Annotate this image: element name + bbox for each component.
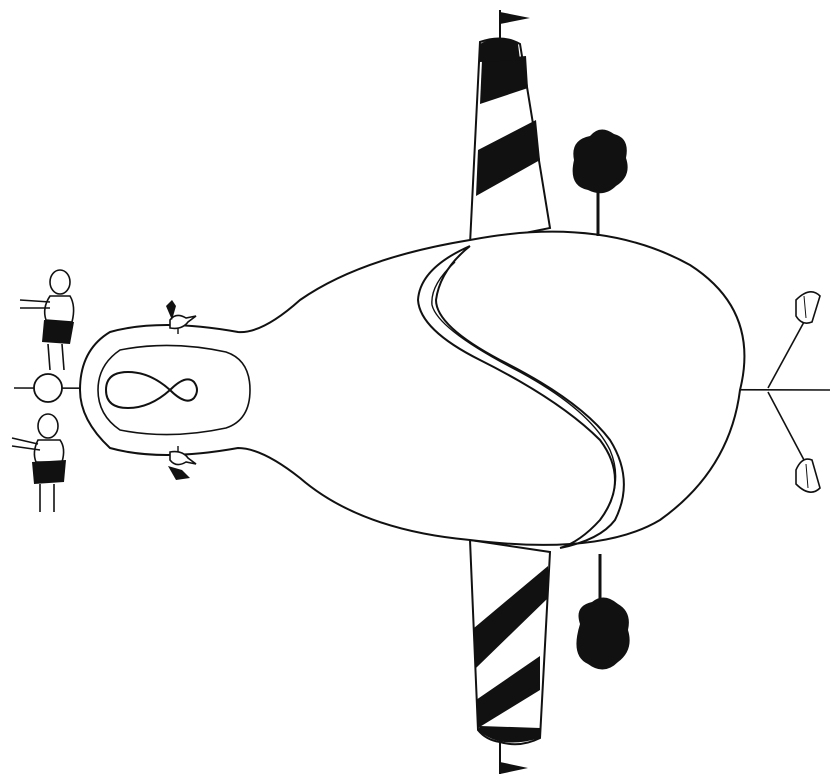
central-orb (34, 374, 62, 402)
shuttlecock-top (768, 292, 820, 388)
tree-bottom (576, 554, 629, 670)
brain-outline (80, 232, 744, 545)
man-bottom (12, 414, 66, 512)
pennant-flag-top (500, 10, 530, 40)
man-top (20, 270, 74, 370)
striped-pole-bottom (470, 540, 550, 744)
shuttlecock-bottom (768, 392, 820, 492)
tree-top (573, 129, 628, 236)
striped-pole-top (470, 38, 550, 244)
pennant-flag-bottom (500, 742, 528, 774)
